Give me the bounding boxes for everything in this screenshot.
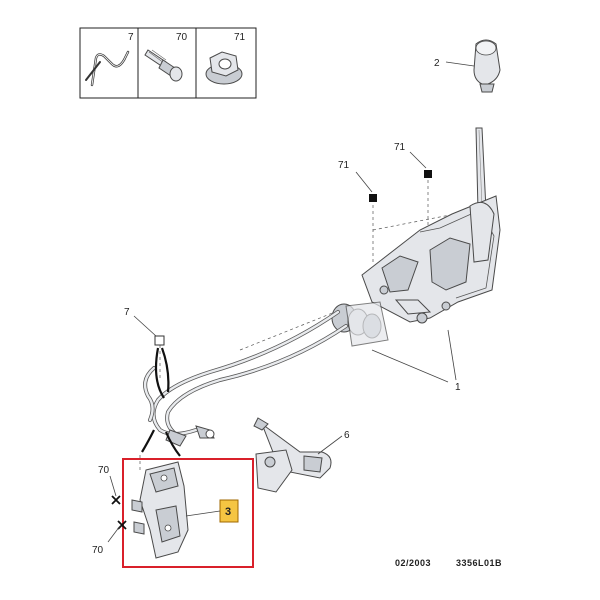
callout-7: 7 [124, 307, 130, 318]
gear-knob [473, 39, 501, 93]
legend-number-70: 70 [176, 32, 188, 43]
callout-71-left: 71 [338, 160, 350, 171]
callout-3: 3 [225, 506, 231, 518]
legend-number-7: 7 [128, 32, 134, 43]
footer-reference: 3356L01B [456, 558, 502, 568]
cable-bracket [331, 301, 389, 347]
callout-2: 2 [434, 58, 440, 69]
nut-marker-left [369, 194, 377, 202]
gearshift-housing [361, 195, 501, 324]
nut-marker-right [424, 170, 432, 178]
callout-70-top: 70 [98, 465, 110, 476]
wire-clip-icon [85, 50, 130, 87]
leader-lines [107, 61, 475, 543]
part-3-highlight: 3 [111, 458, 254, 568]
callout-1: 1 [455, 382, 461, 393]
bolt-icon [144, 49, 183, 82]
flange-nut-icon [205, 51, 243, 85]
parts-legend: 7 70 71 [79, 27, 257, 99]
footer-date: 02/2003 [395, 558, 431, 568]
clip-marker [154, 335, 165, 346]
cable-wire-clip [141, 347, 181, 457]
legend-number-71: 71 [234, 32, 246, 43]
gear-lever-shaft [475, 127, 487, 211]
control-cables [143, 310, 348, 447]
selector-lever [253, 417, 332, 493]
callout-70-bottom: 70 [92, 545, 104, 556]
callout-71-right: 71 [394, 142, 406, 153]
construction-lines [139, 180, 451, 470]
cable-support-bracket [131, 461, 189, 559]
screw-marker-top [111, 495, 121, 505]
screw-marker-bottom [117, 520, 127, 530]
callout-labels: 2 71 71 7 1 6 70 70 [92, 58, 461, 556]
callout-6: 6 [344, 430, 350, 441]
